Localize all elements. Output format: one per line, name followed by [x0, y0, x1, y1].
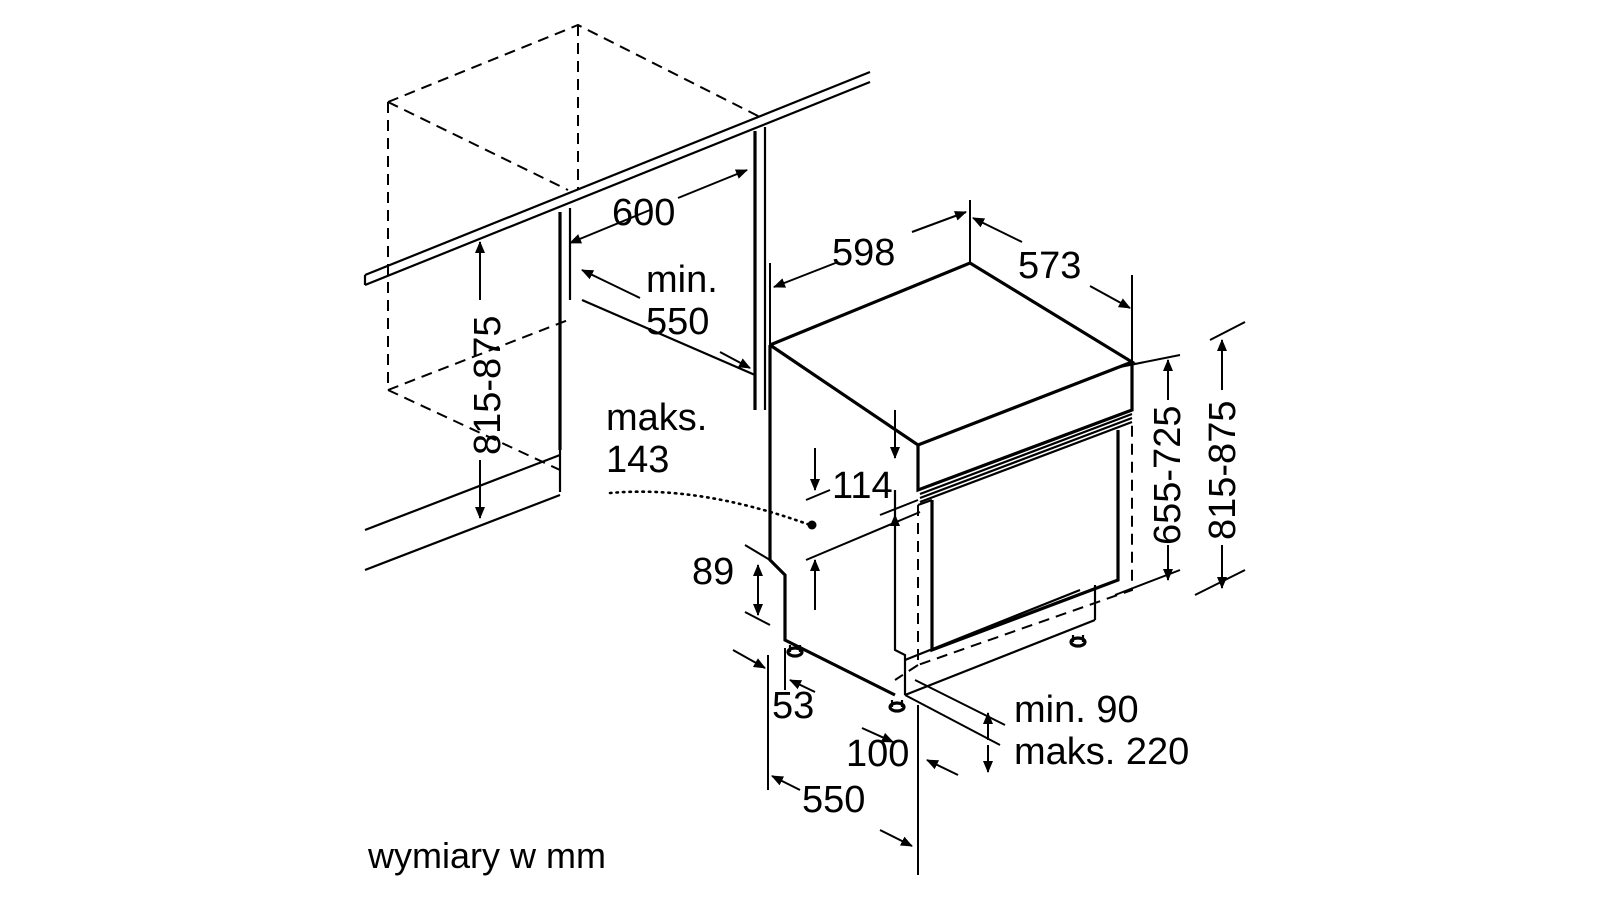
label-foot-offset: 53: [772, 685, 814, 727]
dimension-lines: [475, 169, 1246, 875]
label-plinth-min: min. 90: [1014, 689, 1139, 731]
label-device-height-total: 815-875: [1202, 401, 1244, 540]
cabinet-niche: [387, 23, 761, 471]
label-foot-depth: 100: [846, 733, 909, 775]
label-niche-depth-value: 550: [646, 301, 709, 343]
countertop: [363, 70, 871, 287]
label-base-height: 89: [692, 551, 734, 593]
cabinet-walls: [364, 127, 767, 572]
label-niche-depth-min: min.: [646, 259, 718, 301]
label-panel-height: 114: [832, 465, 893, 507]
label-device-depth: 573: [1018, 245, 1081, 287]
dishwasher-body: [768, 261, 1136, 713]
label-niche-width: 600: [612, 192, 675, 234]
label-niche-height: 815-875: [467, 316, 509, 455]
label-device-width: 598: [832, 232, 895, 274]
label-device-height-inner: 655-725: [1147, 406, 1189, 545]
label-cutout-maks: maks.: [606, 397, 707, 439]
label-plinth-max: maks. 220: [1014, 731, 1189, 773]
units-caption: wymiary w mm: [367, 835, 606, 876]
label-cutout-value: 143: [606, 439, 669, 481]
label-door-depth: 550: [802, 779, 865, 821]
